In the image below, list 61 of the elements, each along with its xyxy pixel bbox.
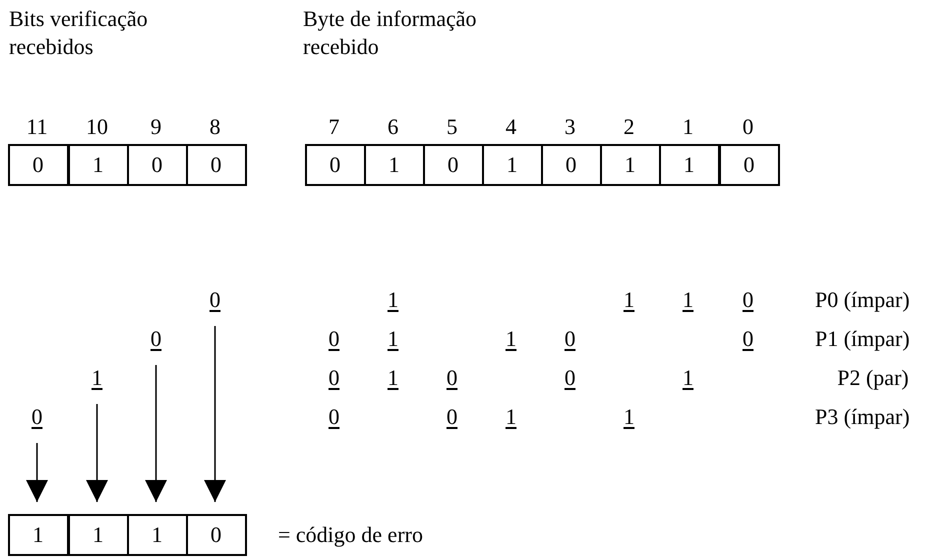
parity-bit: 0	[564, 364, 576, 392]
bit-number: 11	[26, 113, 48, 140]
parity-bit: 1	[506, 325, 516, 352]
parity-bit: 0	[742, 325, 754, 352]
parity-bit: 0	[328, 403, 340, 430]
parity-bit: 0	[207, 286, 223, 314]
bit-number: 10	[86, 113, 108, 140]
parity-bit: 1	[506, 403, 516, 430]
parity-bit: 0	[328, 325, 340, 352]
register-cell: 1	[126, 514, 188, 556]
arrow	[145, 365, 167, 502]
register-cell: 1	[68, 144, 128, 186]
arrow	[204, 326, 226, 502]
bit-number: 8	[210, 113, 220, 140]
bit-number: 4	[506, 113, 516, 140]
arrow	[86, 404, 108, 502]
bit-number: 9	[150, 113, 162, 140]
parity-label: P2 (par)	[837, 364, 909, 392]
arrow	[26, 443, 48, 502]
parity-bit: 1	[682, 364, 694, 392]
register-cell: 0	[8, 144, 68, 186]
register-cell: 0	[126, 144, 188, 186]
bit-number: 0	[742, 113, 754, 140]
parity-bit: 0	[564, 325, 576, 352]
bit-number: 7	[328, 113, 340, 140]
register-cell: 0	[540, 144, 602, 186]
bit-number: 2	[624, 113, 634, 140]
bit-number: 3	[564, 113, 576, 140]
parity-bit: 1	[89, 364, 105, 392]
bit-number: 1	[682, 113, 694, 140]
register-cell: 0	[304, 144, 366, 186]
register-cell: 1	[482, 144, 542, 186]
register-cell: 1	[658, 144, 720, 186]
register-cell: 1	[8, 514, 68, 556]
parity-bit: 1	[388, 364, 398, 392]
register-cell: 0	[186, 144, 246, 186]
parity-bit: 0	[148, 325, 164, 352]
parity-bit: 0	[29, 403, 45, 430]
register-cell: 1	[364, 144, 424, 186]
bit-number: 5	[446, 113, 458, 140]
parity-bit: 0	[328, 364, 340, 392]
register-cell: 0	[422, 144, 484, 186]
parity-bit: 1	[624, 286, 634, 314]
parity-label: P3 (ímpar)	[815, 403, 910, 430]
parity-bit: 1	[682, 286, 694, 314]
parity-bit: 0	[446, 403, 458, 430]
parity-bit: 0	[742, 286, 754, 314]
register-cell: 1	[600, 144, 660, 186]
register-cell: 1	[68, 514, 128, 556]
parity-label: P1 (ímpar)	[815, 325, 910, 352]
parity-bit: 1	[388, 286, 398, 314]
parity-bit: 0	[446, 364, 458, 392]
register-heading: Byte de informação recebido	[303, 5, 478, 61]
register-cell: 0	[186, 514, 246, 556]
result-label: = código de erro	[278, 521, 423, 548]
bit-number: 6	[388, 113, 398, 140]
register-cell: 0	[718, 144, 780, 186]
parity-label: P0 (ímpar)	[815, 286, 910, 314]
register-heading: Bits verificação recebidos	[9, 5, 149, 61]
parity-bit: 1	[624, 403, 634, 430]
parity-bit: 1	[388, 325, 398, 352]
